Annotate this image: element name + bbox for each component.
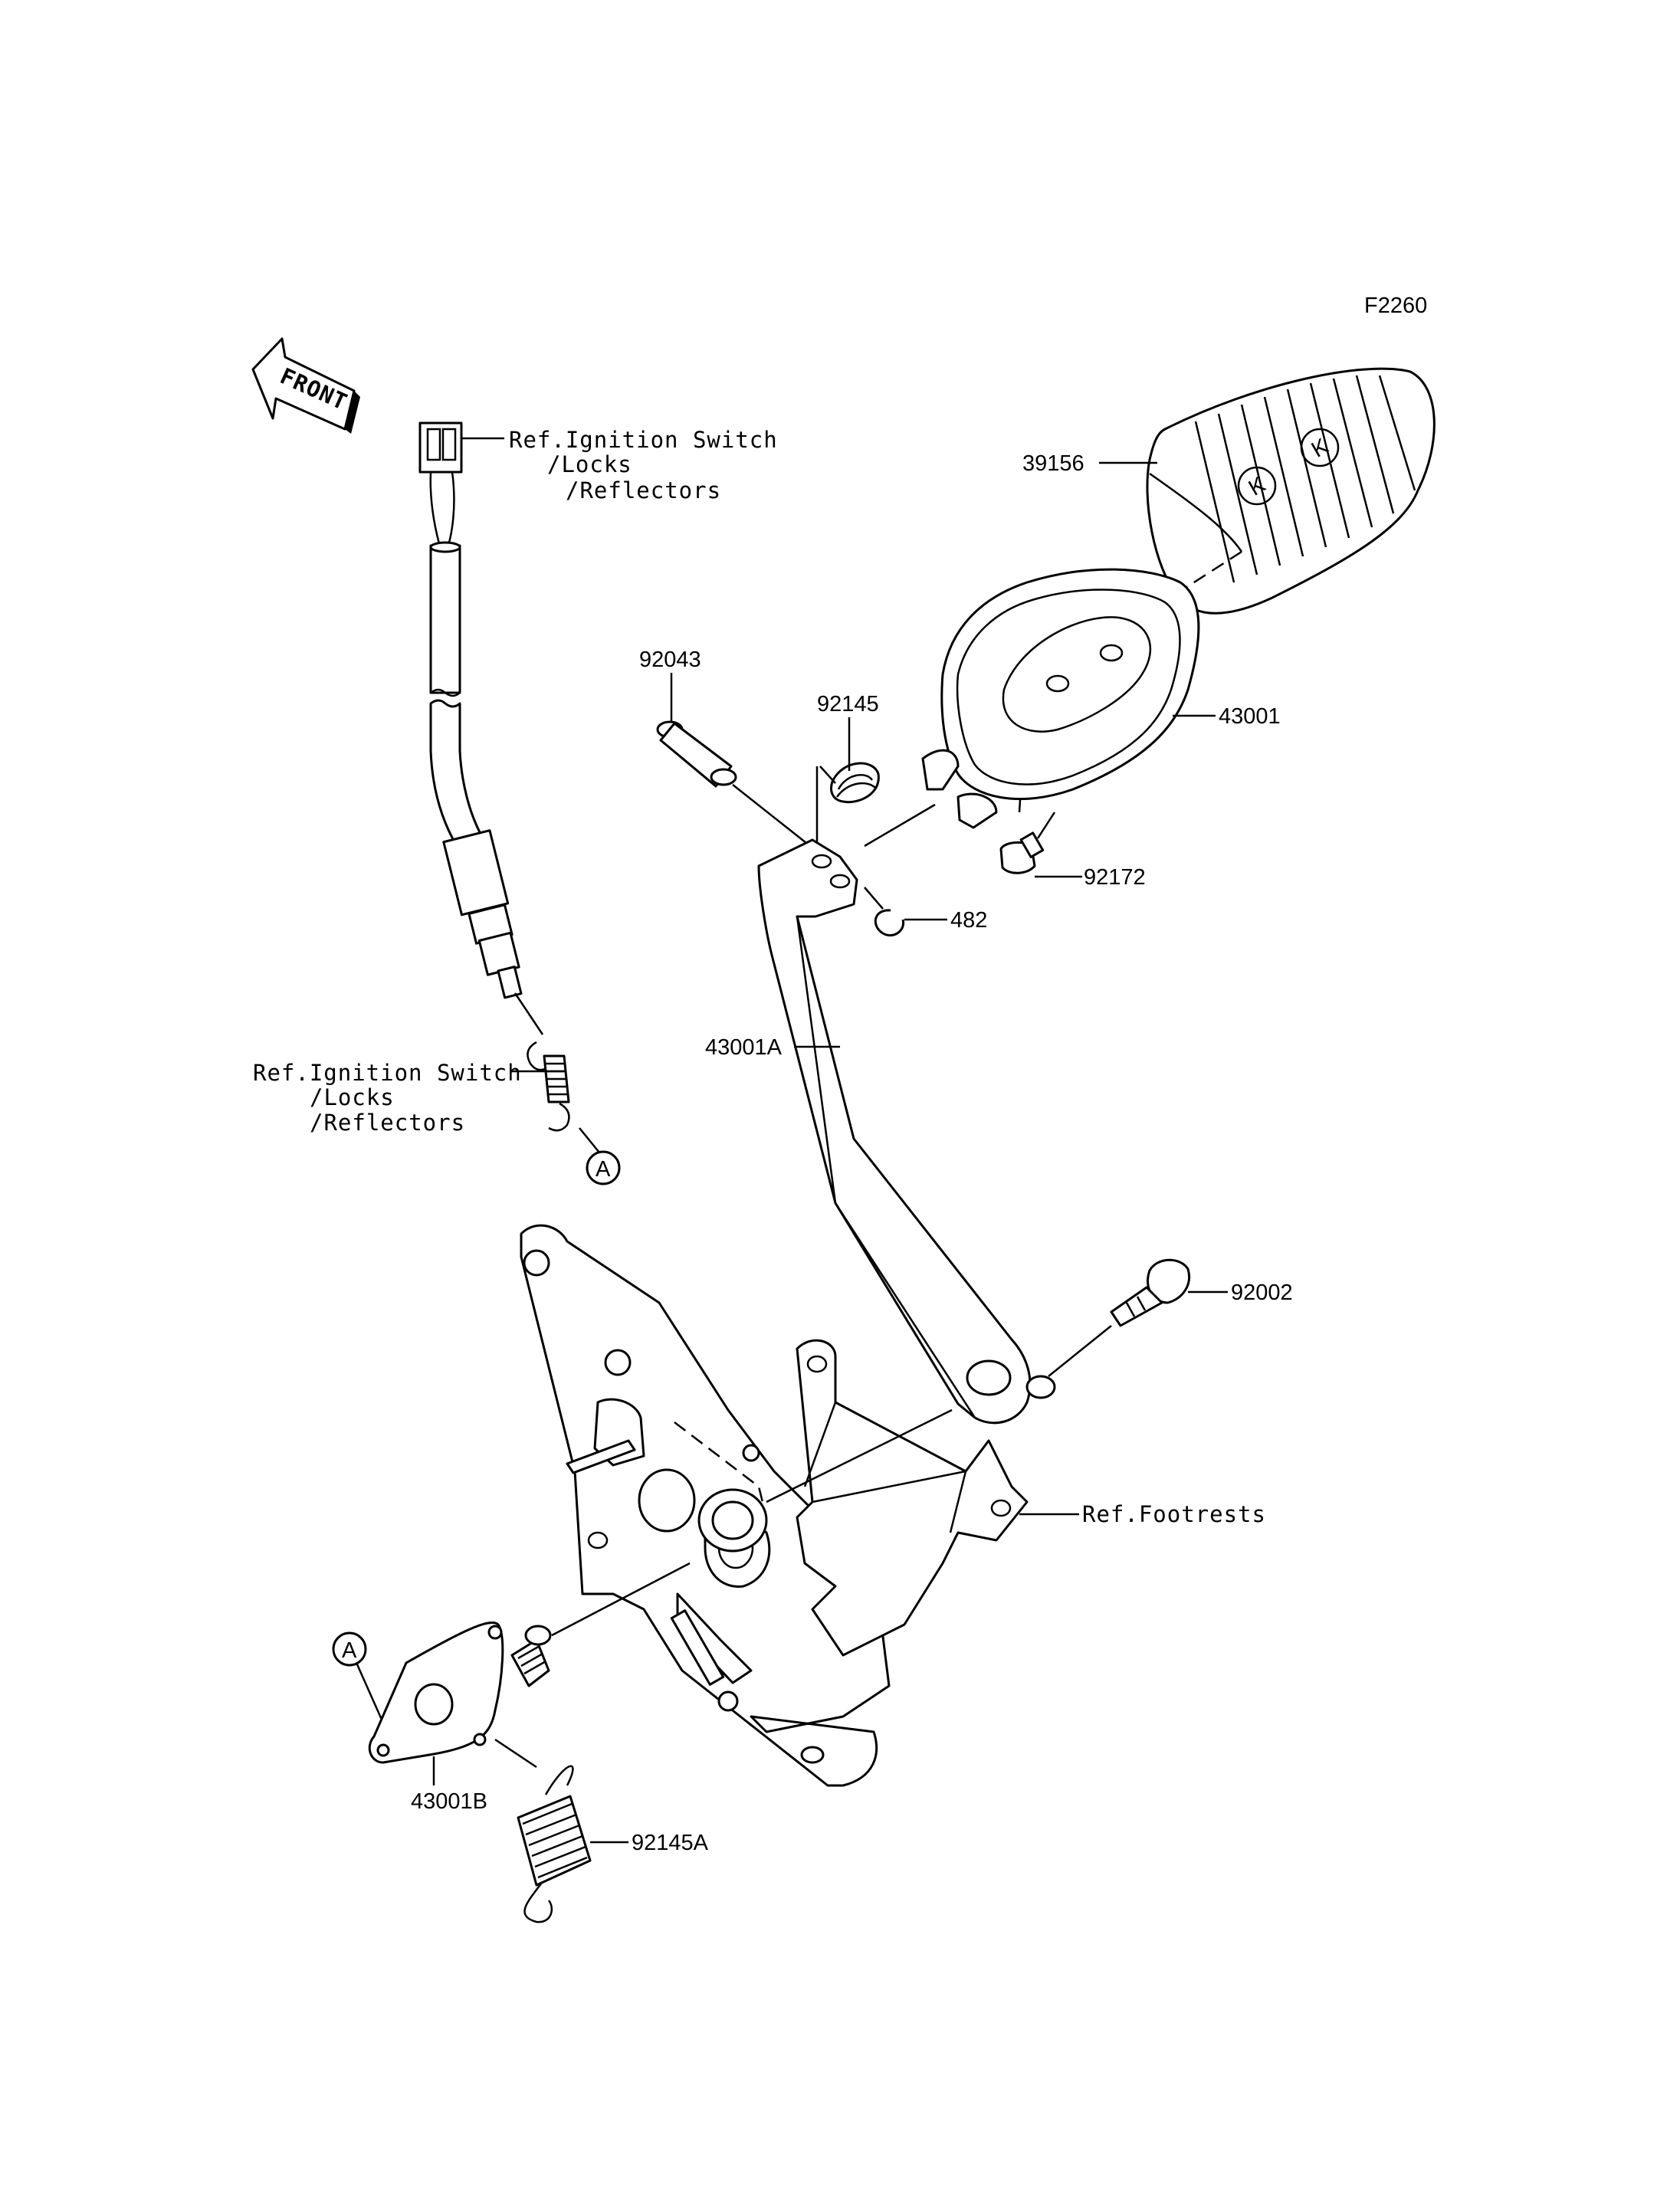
callout-a-top: A: [586, 1150, 621, 1185]
bracket-plate-43001B: [368, 1562, 691, 1764]
ref-ignition-line2: /Locks: [547, 451, 632, 477]
spring-92145: [819, 762, 880, 804]
label-92172: 92172: [1084, 865, 1146, 890]
svg-text:A: A: [342, 1638, 357, 1663]
ref-ignition-switch-mid: Ref.Ignition Switch /Locks /Reflectors: [253, 1060, 522, 1136]
front-arrow-icon: FRONT: [251, 337, 360, 434]
ref-footrests: Ref.Footrests: [1082, 1501, 1266, 1527]
ref-ignition-line1: Ref.Ignition Switch: [509, 427, 778, 453]
label-92002: 92002: [1231, 1280, 1293, 1305]
label-43001: 43001: [1219, 704, 1281, 729]
screw-92172: [999, 812, 1056, 874]
lever-arm-43001A: [757, 838, 1056, 1425]
spring-92145A: [494, 1738, 592, 1923]
label-92145: 92145: [817, 692, 879, 716]
svg-text:A: A: [596, 1157, 611, 1182]
ref-ignition-mid-line2: /Locks: [310, 1084, 395, 1110]
clip-482: [874, 909, 905, 937]
bolt-92002: [1110, 1258, 1190, 1327]
ref-ignition-mid-line1: Ref.Ignition Switch: [253, 1060, 522, 1086]
label-482: 482: [950, 908, 987, 933]
label-43001B: 43001B: [411, 1789, 487, 1814]
label-43001A: 43001A: [705, 1035, 783, 1060]
footrest-bracket: [520, 1224, 1029, 1787]
label-39156: 39156: [1022, 451, 1084, 476]
ref-ignition-switch-top: Ref.Ignition Switch /Locks /Reflectors: [509, 427, 778, 503]
foot-pad-39156: K K: [1146, 367, 1436, 615]
figure-code: F2260: [1364, 293, 1427, 318]
label-92145A: 92145A: [632, 1831, 709, 1855]
callout-a-bottom: A: [332, 1631, 383, 1720]
label-92043: 92043: [639, 648, 701, 672]
ref-ignition-line3: /Reflectors: [566, 477, 721, 503]
ref-ignition-mid-line3: /Reflectors: [310, 1110, 465, 1136]
brake-switch-assembly: [418, 421, 600, 1153]
pedal-top-43001: [921, 568, 1200, 829]
pin-92043: [656, 720, 737, 788]
